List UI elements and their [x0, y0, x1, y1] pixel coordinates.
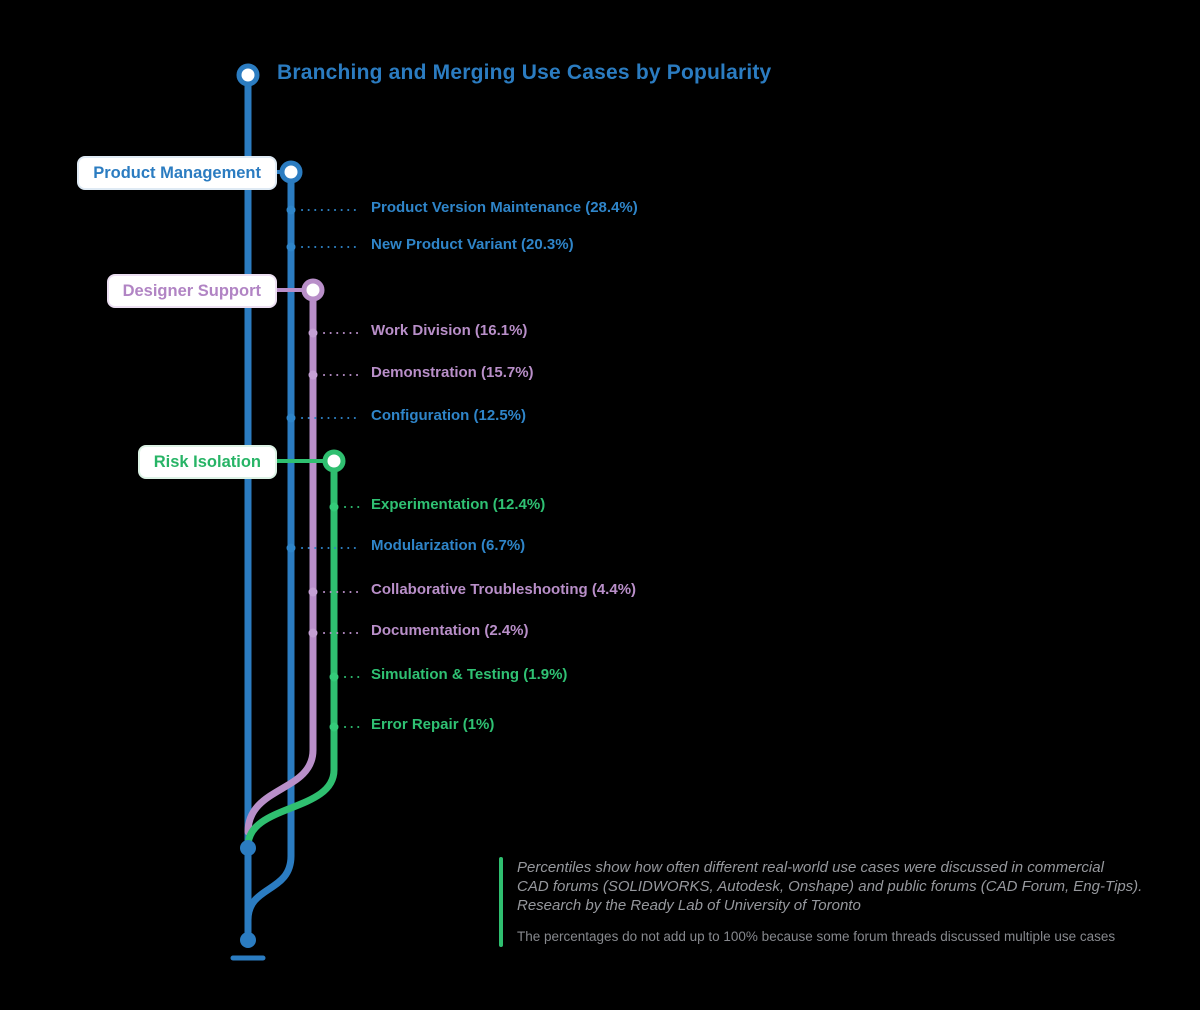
commit-label: Collaborative Troubleshooting (4.4%)	[371, 581, 637, 598]
main-branch-node	[236, 63, 260, 87]
commit-dot	[329, 672, 339, 682]
commit-dot	[329, 722, 339, 732]
end-dot	[240, 932, 256, 948]
commit-dot	[286, 543, 296, 553]
product-management-branch-line	[244, 172, 295, 924]
commit-dot	[286, 242, 296, 252]
commit-label: Simulation & Testing (1.9%)	[371, 666, 568, 683]
page-title: Branching and Merging Use Cases by Popul…	[277, 61, 772, 84]
merge-dot	[240, 840, 256, 856]
commit-label: Experimentation (12.4%)	[371, 496, 546, 513]
footnote-line: Research by the Ready Lab of University …	[517, 897, 861, 914]
commit-label: New Product Variant (20.3%)	[371, 236, 574, 253]
commit-dot	[329, 502, 339, 512]
designer-support-node	[301, 278, 325, 302]
footnote-line: CAD forums (SOLIDWORKS, Autodesk, Onshap…	[517, 878, 1143, 895]
footnote-primary: Percentiles show how often different rea…	[517, 858, 1142, 915]
footnote-secondary: The percentages do not add up to 100% be…	[517, 929, 1116, 944]
commit-label: Documentation (2.4%)	[371, 622, 529, 639]
commit-dot	[286, 413, 296, 423]
footnote-accent-bar	[499, 857, 503, 947]
risk-isolation-branch-line	[244, 461, 338, 850]
branch-label-product-management: Product Management	[77, 156, 277, 190]
designer-support-branch-line	[244, 290, 317, 836]
commit-label: Product Version Maintenance (28.4%)	[371, 199, 638, 216]
commit-label: Error Repair (1%)	[371, 716, 495, 733]
branch-label-risk-isolation: Risk Isolation	[137, 445, 277, 479]
commit-dot	[286, 205, 296, 215]
commit-dot	[308, 328, 318, 338]
footnote-line: Percentiles show how often different rea…	[517, 859, 1104, 876]
risk-isolation-node	[322, 449, 346, 473]
leader-lines	[301, 209, 361, 728]
commit-dot	[308, 628, 318, 638]
commit-label: Demonstration (15.7%)	[371, 364, 534, 381]
branch-label-designer-support: Designer Support	[106, 274, 277, 308]
commit-dot	[308, 370, 318, 380]
commit-dots	[286, 205, 339, 732]
commit-label: Work Division (16.1%)	[371, 322, 528, 339]
commit-dot	[308, 587, 318, 597]
commit-label: Configuration (12.5%)	[371, 407, 527, 424]
commit-label: Modularization (6.7%)	[371, 537, 526, 554]
product-management-node	[279, 160, 303, 184]
